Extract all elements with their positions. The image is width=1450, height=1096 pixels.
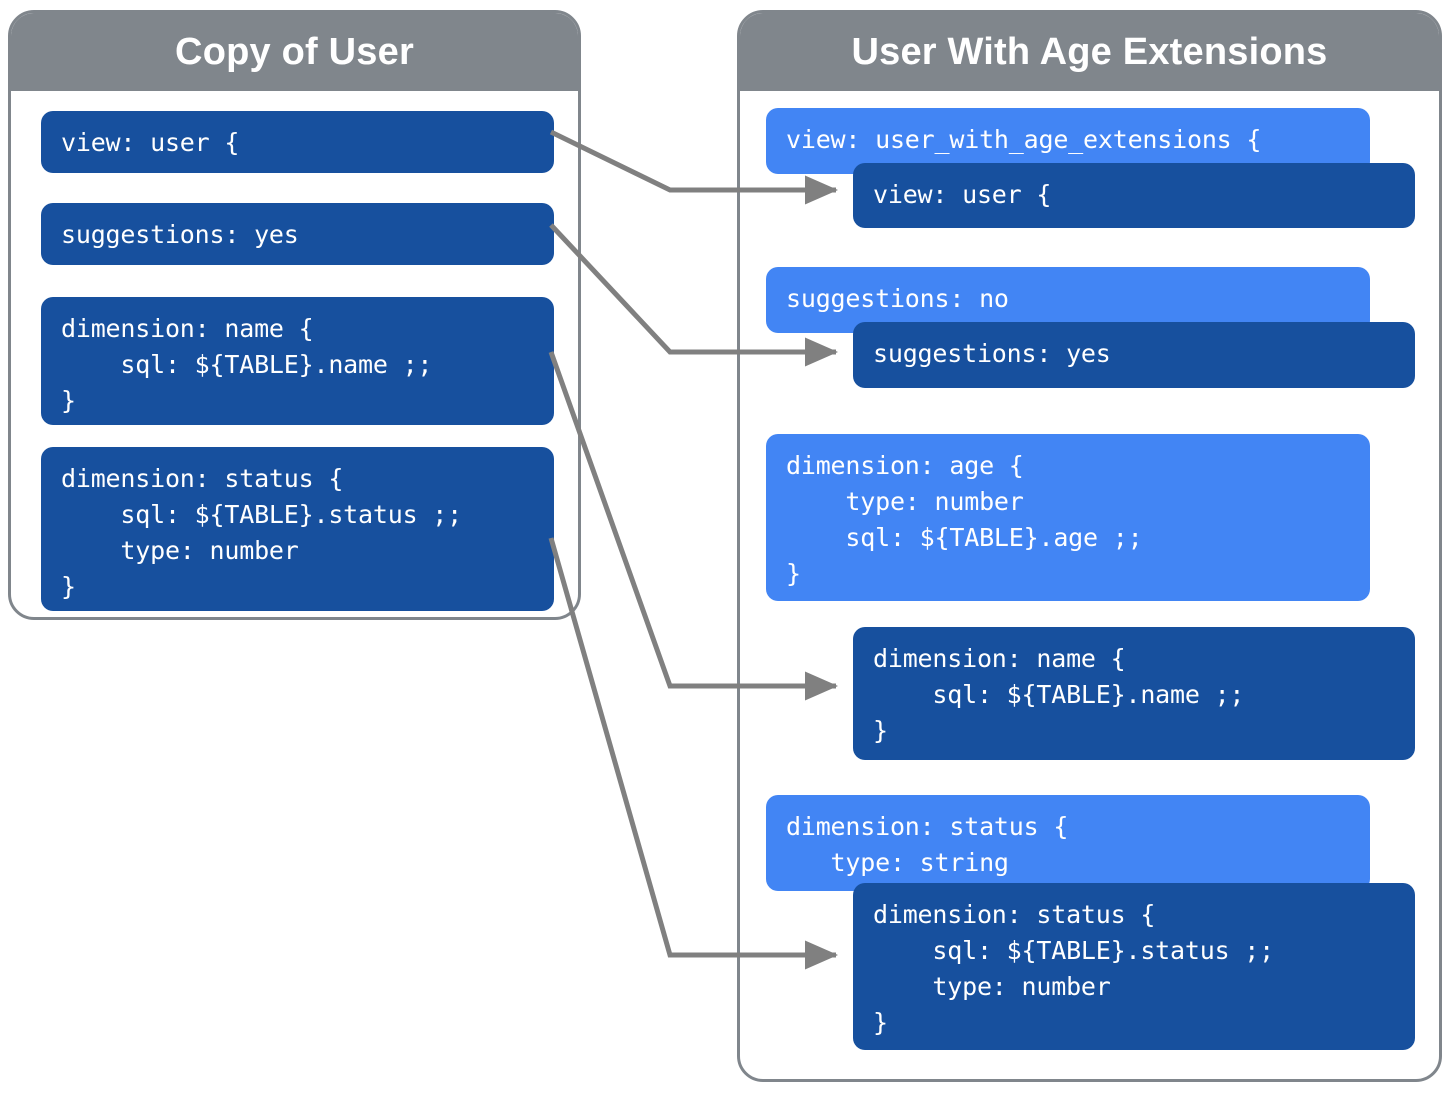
card-left-view[interactable]: view: user { — [41, 111, 554, 173]
card-left-suggestions[interactable]: suggestions: yes — [41, 203, 554, 265]
panel-copy-of-user: Copy of User view: user { suggestions: y… — [8, 10, 581, 620]
panel-right-title: User With Age Extensions — [740, 13, 1439, 91]
card-right-dimension-status-dark[interactable]: dimension: status { sql: ${TABLE}.status… — [853, 883, 1415, 1050]
panel-left-title: Copy of User — [11, 13, 578, 91]
card-left-dimension-status[interactable]: dimension: status { sql: ${TABLE}.status… — [41, 447, 554, 611]
card-right-view-user[interactable]: view: user { — [853, 163, 1415, 228]
card-right-dimension-status-light[interactable]: dimension: status { type: string — [766, 795, 1370, 891]
card-right-dimension-age[interactable]: dimension: age { type: number sql: ${TAB… — [766, 434, 1370, 601]
card-right-suggestions-yes[interactable]: suggestions: yes — [853, 322, 1415, 388]
card-left-dimension-name[interactable]: dimension: name { sql: ${TABLE}.name ;; … — [41, 297, 554, 425]
panel-user-with-age-extensions: User With Age Extensions view: user_with… — [737, 10, 1442, 1082]
card-right-dimension-name[interactable]: dimension: name { sql: ${TABLE}.name ;; … — [853, 627, 1415, 760]
